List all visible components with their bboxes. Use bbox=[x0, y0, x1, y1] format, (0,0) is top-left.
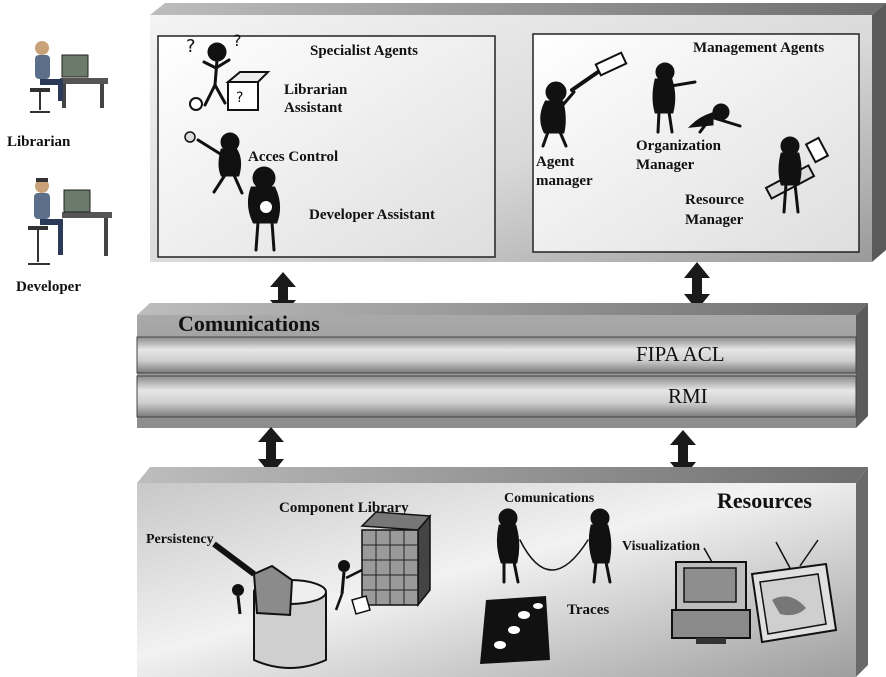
arrow-comm-resources-left bbox=[258, 427, 284, 475]
agent-manager-label-1: Agent bbox=[536, 154, 575, 170]
svg-text:?: ? bbox=[236, 90, 243, 106]
resource-manager-figure bbox=[764, 136, 830, 214]
arrow-management-comm bbox=[684, 262, 710, 310]
visualization-label: Visualization bbox=[622, 539, 701, 554]
management-agents-title: Management Agents bbox=[693, 40, 825, 56]
developer-assistant-label: Developer Assistant bbox=[309, 207, 435, 223]
component-library-shelf-icon bbox=[334, 511, 432, 615]
developer-label: Developer bbox=[16, 279, 81, 295]
agent-manager-label-2: manager bbox=[536, 173, 593, 189]
traces-footprints-icon bbox=[480, 596, 550, 664]
librarian-workstation-icon bbox=[30, 41, 108, 113]
persistency-label: Persistency bbox=[146, 532, 214, 547]
access-control-figure bbox=[184, 131, 244, 195]
fipa-acl-label: FIPA ACL bbox=[636, 342, 725, 366]
agent-manager-figure bbox=[540, 51, 628, 148]
resource-manager-label-1: Resource bbox=[685, 192, 744, 208]
arrow-comm-resources-right bbox=[670, 430, 696, 478]
developer-workstation-icon bbox=[28, 178, 112, 265]
access-control-label: Acces Control bbox=[248, 149, 339, 165]
librarian-label: Librarian bbox=[7, 134, 71, 150]
librarian-assistant-label-2: Assistant bbox=[284, 100, 343, 116]
comunications-resource-label: Comunications bbox=[504, 491, 595, 506]
communications-layer bbox=[136, 303, 868, 428]
resource-manager-label-2: Manager bbox=[685, 212, 744, 228]
librarian-assistant-label-1: Librarian bbox=[284, 82, 348, 98]
developer-assistant-figure bbox=[247, 166, 281, 252]
organization-manager-label-1: Organization bbox=[636, 138, 721, 154]
visualization-computer-icon bbox=[671, 539, 838, 644]
persistency-database-icon bbox=[212, 541, 327, 669]
svg-text:?: ? bbox=[233, 31, 242, 50]
organization-manager-figure bbox=[652, 62, 742, 134]
resources-title: Resources bbox=[717, 488, 812, 513]
component-library-label: Component Library bbox=[279, 500, 409, 516]
traces-label: Traces bbox=[567, 602, 610, 618]
comunications-people-icon bbox=[496, 508, 612, 584]
specialist-agents-title: Specialist Agents bbox=[310, 43, 418, 59]
svg-text:?: ? bbox=[186, 36, 196, 57]
librarian-assistant-figure: ? ? ? bbox=[186, 31, 271, 111]
communications-title: Comunications bbox=[178, 311, 320, 336]
organization-manager-label-2: Manager bbox=[636, 157, 695, 173]
rmi-label: RMI bbox=[668, 384, 708, 408]
